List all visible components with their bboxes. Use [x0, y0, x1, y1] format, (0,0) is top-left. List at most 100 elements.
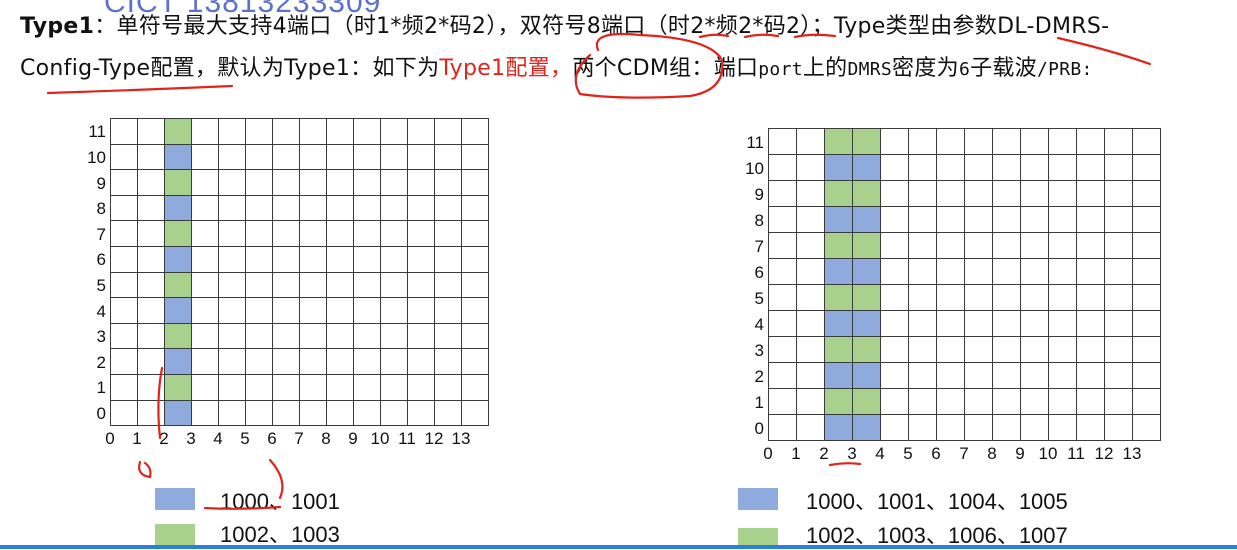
grid-row [768, 232, 1161, 259]
grid-cell [880, 310, 909, 337]
dmrs-cell-blue [164, 143, 192, 171]
x-tick-label: 7 [959, 444, 969, 463]
grid-cell [137, 169, 165, 196]
dmrs-cell-blue [824, 362, 853, 389]
grid-cell [461, 169, 489, 196]
line2-text-c: 上的 [802, 56, 848, 81]
grid-cell [768, 336, 797, 363]
grid-cell [380, 118, 408, 145]
grid-cell [1048, 180, 1077, 207]
grid-cell [796, 258, 825, 285]
grid-cell [768, 284, 797, 311]
grid-cell [992, 154, 1021, 181]
grid-cell [1020, 310, 1049, 337]
grid-cell [110, 143, 138, 171]
grid-cell [434, 169, 462, 196]
grid-cell [407, 118, 435, 145]
grid-row [768, 336, 1161, 363]
grid-cell [964, 284, 993, 311]
grid-cell [1076, 414, 1105, 441]
y-tick-label: 5 [754, 288, 764, 308]
grid-cell [1132, 310, 1161, 337]
grid-cell [796, 414, 825, 441]
grid-row [110, 297, 489, 324]
grid-cell [407, 297, 435, 324]
grid-cell [434, 194, 462, 222]
grid-row [110, 399, 489, 427]
grid-cell [1020, 154, 1049, 181]
grid-cell [880, 258, 909, 285]
grid-cell [434, 220, 462, 247]
grid-cell [137, 143, 165, 171]
grid-row [768, 414, 1161, 441]
y-tick-label: 7 [96, 224, 106, 244]
grid-cell [380, 348, 408, 375]
grid-cell [768, 362, 797, 389]
grid-cell [936, 206, 965, 233]
grid-cell [1048, 154, 1077, 181]
grid-cell [880, 336, 909, 363]
grid-cell [1132, 388, 1161, 415]
grid-cell [768, 388, 797, 415]
grid-cell [1048, 258, 1077, 285]
x-tick-label: 5 [240, 429, 250, 449]
grid-cell [768, 414, 797, 441]
grid-cell [110, 373, 138, 401]
grid-cell [1104, 336, 1133, 363]
grid-cell [1132, 414, 1161, 441]
grid-cell [380, 194, 408, 222]
grid-cell [326, 194, 354, 222]
grid-row [110, 220, 489, 247]
grid-row [768, 310, 1161, 337]
grid-cell [1132, 128, 1161, 155]
legend-label: 1002、1003 [220, 522, 340, 547]
grid-cell [191, 348, 219, 375]
grid-cell [964, 258, 993, 285]
grid-cell [880, 128, 909, 155]
dmrs-cell-blue [852, 258, 881, 285]
grid-cell [137, 322, 165, 350]
grid-cell [964, 180, 993, 207]
grid-cell [880, 284, 909, 311]
grid-row [110, 322, 489, 350]
dmrs-cell-green [164, 169, 192, 196]
grid-cell [272, 271, 300, 299]
grid-cell [326, 271, 354, 299]
grid-cell [1076, 362, 1105, 389]
grid-cell [326, 373, 354, 401]
grid-cell [380, 271, 408, 299]
grid-cell [245, 245, 273, 273]
x-tick-label: 1 [791, 444, 801, 463]
grid-cell [992, 388, 1021, 415]
grid-cell [434, 118, 462, 145]
dmrs-cell-green [852, 388, 881, 415]
grid-cell [299, 194, 327, 222]
grid-cell [110, 169, 138, 196]
grid-cell [272, 348, 300, 375]
dmrs-cell-blue [824, 154, 853, 181]
paragraph-line-2: Config-Type配置，默认为Type1：如下为Type1配置，两个CDM组… [20, 50, 1093, 82]
grid-cell [353, 245, 381, 273]
x-tick-label: 9 [348, 429, 358, 449]
grid-row [768, 258, 1161, 285]
grid-cell [326, 322, 354, 350]
grid-row [768, 154, 1161, 181]
dmrs-cell-green [824, 128, 853, 155]
grid-cell [272, 143, 300, 171]
grid-cell [407, 348, 435, 375]
grid-row [110, 143, 489, 171]
grid-cell [1020, 284, 1049, 311]
y-tick-label: 11 [88, 122, 106, 142]
grid-cell [434, 245, 462, 273]
paragraph-line-1: Type1：单符号最大支持4端口（时1*频2*码2），双符号8端口（时2*频2*… [20, 8, 1109, 40]
x-tick-label: 11 [1067, 444, 1085, 463]
grid-cell [908, 414, 937, 441]
dmrs-cell-blue [852, 414, 881, 441]
y-tick-label: 9 [754, 184, 764, 204]
dmrs-cell-blue [852, 310, 881, 337]
grid-cell [110, 194, 138, 222]
y-tick-label: 0 [96, 403, 106, 423]
grid-cell [218, 271, 246, 299]
grid-cell [992, 414, 1021, 441]
grid-cell [245, 271, 273, 299]
